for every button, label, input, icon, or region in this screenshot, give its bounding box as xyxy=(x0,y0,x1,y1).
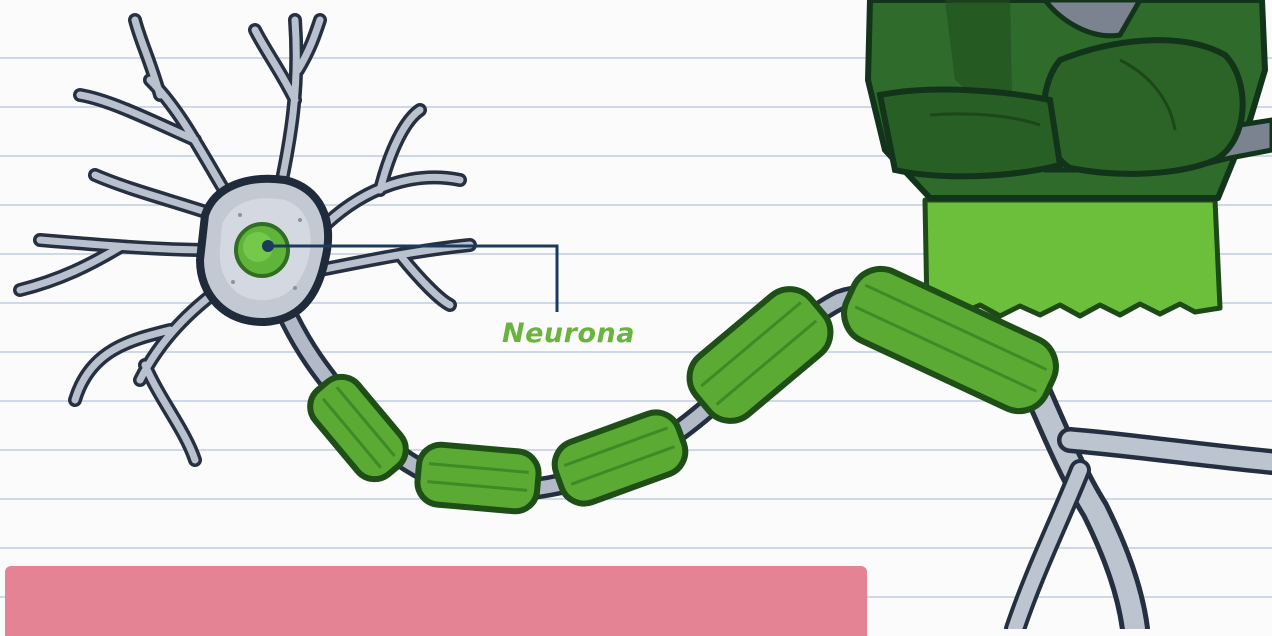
character-figure xyxy=(868,0,1272,316)
axon-terminal xyxy=(1015,375,1272,629)
pink-banner xyxy=(5,566,867,636)
myelin-sheaths xyxy=(301,259,1066,513)
neuron-label: Neurona xyxy=(502,318,635,349)
nucleus xyxy=(236,224,288,276)
myelin-sheath xyxy=(301,368,415,488)
myelin-sheath xyxy=(548,406,692,511)
myelin-sheath xyxy=(416,443,541,513)
